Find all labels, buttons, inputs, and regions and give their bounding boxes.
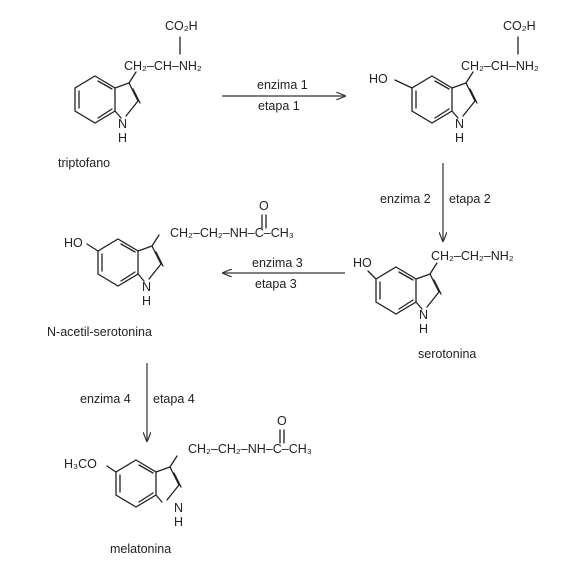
side-chain: CH₂–CH–NH₂ <box>124 59 202 73</box>
step-label-1: etapa 1 <box>258 99 300 113</box>
indole-ring <box>106 429 285 508</box>
side-chain: CH₂–CH₂–NH–C–CH₃ <box>170 226 294 240</box>
compound-name-melatonin: melatonina <box>110 542 171 556</box>
ring-hydrogen: H <box>174 515 183 529</box>
enzyme-label-3: enzima 3 <box>252 256 303 270</box>
step-label-3: etapa 3 <box>255 277 297 291</box>
carbonyl-oxygen: O <box>277 414 287 428</box>
enzyme-label-4: enzima 4 <box>80 392 131 406</box>
compound-name-n-acetyl-serotonin: N-acetil-serotonina <box>47 325 152 339</box>
indole-ring <box>367 262 442 315</box>
serotonin-structure: HO N H CH₂–CH₂–NH₂ <box>353 249 514 336</box>
melatonin-structure: H₃CO N H CH₂–CH₂–NH–C–CH₃ O <box>64 414 312 529</box>
ring-hydrogen: H <box>419 322 428 336</box>
carboxyl-group: CO₂H <box>503 19 536 33</box>
hydroxytryptophan-structure: HO N H CH₂–CH–NH₂ CO₂H <box>369 19 539 145</box>
carboxyl-group: CO₂H <box>165 19 198 33</box>
hydroxyl-group: HO <box>64 236 83 250</box>
ring-nitrogen: N <box>455 117 464 131</box>
tryptophan-structure: N H CH₂–CH–NH₂ CO₂H <box>74 19 202 145</box>
ring-nitrogen: N <box>419 308 428 322</box>
side-chain: CH₂–CH–NH₂ <box>461 59 539 73</box>
methoxy-group: H₃CO <box>64 457 97 471</box>
ring-hydrogen: H <box>118 131 127 145</box>
n-acetyl-serotonin-structure: HO N H CH₂–CH₂–NH–C–CH₃ O <box>64 199 294 308</box>
ring-hydrogen: H <box>455 131 464 145</box>
compound-name-tryptophan: triptofano <box>58 156 110 170</box>
hydroxyl-group: HO <box>353 256 372 270</box>
indole-ring <box>74 36 181 124</box>
ring-nitrogen: N <box>118 117 127 131</box>
ring-hydrogen: H <box>142 294 151 308</box>
step-label-4: etapa 4 <box>153 392 195 406</box>
indole-ring <box>394 36 519 124</box>
ring-nitrogen: N <box>142 280 151 294</box>
compound-name-serotonin: serotonina <box>418 347 476 361</box>
step-label-2: etapa 2 <box>449 192 491 206</box>
side-chain: CH₂–CH₂–NH–C–CH₃ <box>188 442 312 456</box>
ring-nitrogen: N <box>174 501 183 515</box>
enzyme-label-2: enzima 2 <box>380 192 431 206</box>
indole-ring <box>86 214 267 287</box>
enzyme-label-1: enzima 1 <box>257 78 308 92</box>
carbonyl-oxygen: O <box>259 199 269 213</box>
side-chain: CH₂–CH₂–NH₂ <box>431 249 514 263</box>
hydroxyl-group: HO <box>369 72 388 86</box>
